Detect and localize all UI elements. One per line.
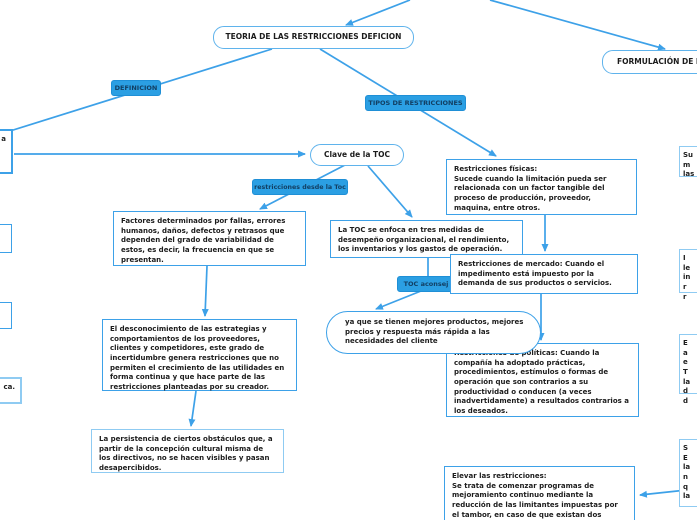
node-formulacion[interactable]: FORMULACIÓN DE L [602, 50, 697, 74]
edge-clave-to-tresmedidas [367, 165, 413, 218]
node-restricciones-politicas[interactable]: Restricciones de políticas: Cuando la co… [446, 343, 639, 417]
node-beneficios-ellipse[interactable]: ya que se tienen mejores productos, mejo… [326, 311, 541, 354]
edge-top-to-formulacion [489, 0, 666, 51]
node-clave-toc[interactable]: Clave de la TOC [310, 144, 404, 166]
node-right-cut-1[interactable]: Su m las [679, 146, 697, 178]
node-elevar-restricciones[interactable]: Elevar las restricciones: Se trata de co… [444, 466, 635, 520]
edge-label-to-ellipse [375, 290, 422, 310]
node-persistencia[interactable]: La persistencia de ciertos obstáculos qu… [91, 429, 284, 473]
node-tres-medidas[interactable]: La TOC se enfoca en tres medidas de dese… [330, 220, 523, 258]
tag-definicion[interactable]: DEFINICION [111, 80, 161, 96]
node-title[interactable]: TEORIA DE LAS RESTRICCIONES DEFICION [213, 26, 414, 49]
node-restricciones-fisicas[interactable]: Restricciones físicas: Sucede cuando la … [446, 159, 637, 215]
node-left-cut-bottom[interactable]: ca. [0, 377, 22, 404]
node-right-cut-3[interactable]: E a e T la d d [679, 334, 697, 405]
node-right-cut-4[interactable]: S E la n q la [679, 439, 697, 507]
edge-desconocimiento-to-persistencia [188, 390, 197, 427]
edge-factores-to-desconocimiento [201, 265, 209, 317]
tag-toc-aconseja[interactable]: TOC aconsej [397, 276, 455, 292]
node-restricciones-mercado[interactable]: Restricciones de mercado: Cuando el impe… [450, 254, 638, 294]
node-factores[interactable]: Factores determinados por fallas, errore… [113, 211, 306, 266]
node-left-cut-top[interactable]: a [0, 129, 13, 174]
node-left-cut-mid2[interactable] [0, 302, 12, 329]
tag-restricciones-desde-toc[interactable]: restricciones desde la Toc [252, 179, 348, 195]
node-right-cut-2[interactable]: I le in r r [679, 249, 697, 301]
tag-tipos-restricciones[interactable]: TIPOS DE RESTRICCIONES [365, 95, 466, 111]
edge-top-to-title [345, 0, 411, 26]
node-left-cut-mid1[interactable] [0, 224, 12, 253]
node-desconocimiento[interactable]: El desconocimiento de las estrategias y … [102, 319, 297, 391]
